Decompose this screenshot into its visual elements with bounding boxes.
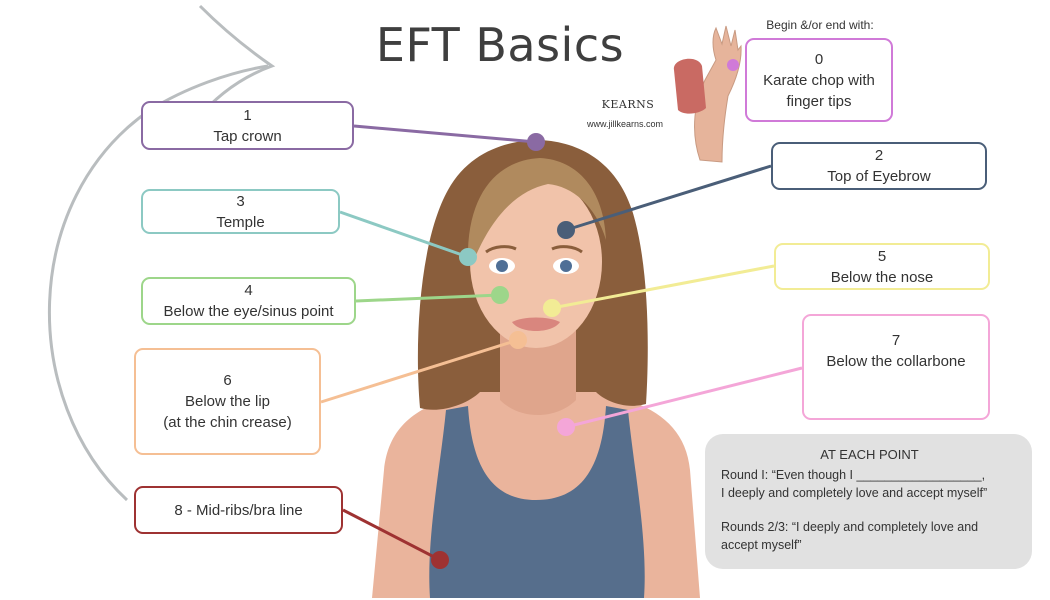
- point-label-secondary: (at the chin crease): [163, 414, 292, 431]
- point-box-below-nose: 5 Below the nose: [774, 243, 990, 290]
- connectors: [320, 59, 803, 569]
- point-box-mid-ribs: 8 - Mid-ribs/bra line: [134, 486, 343, 534]
- point-label: Temple: [216, 213, 265, 231]
- connector-7: [565, 366, 803, 429]
- hand-illustration: [673, 25, 742, 163]
- dot-4: [491, 286, 509, 304]
- point-label: Tap crown: [213, 127, 282, 145]
- point-number: 4: [244, 282, 253, 299]
- dot-2: [557, 221, 575, 239]
- point-label: Below the eye/sinus point: [163, 303, 334, 320]
- left-iris: [496, 260, 508, 272]
- rounds-2-3-line: Rounds 2/3: “I deeply and completely lov…: [721, 520, 979, 534]
- connector-1: [353, 124, 537, 144]
- dot-7: [557, 418, 575, 436]
- brand-url: www.jillkearns.com: [586, 119, 664, 129]
- brand-name: KEARNS: [601, 98, 655, 111]
- round-1-line-2: I deeply and completely love and accept …: [721, 486, 988, 500]
- point-label: Below the collarbone: [826, 353, 966, 370]
- cycle-arrow-head: [194, 4, 276, 121]
- point-label: Karate chop with: [763, 71, 875, 89]
- panel-heading: AT EACH POINT: [820, 447, 919, 462]
- cycle-arrow: [47, 4, 276, 502]
- woman-illustration: [372, 140, 700, 598]
- dot-0: [727, 59, 739, 71]
- point-box-eyebrow: 2 Top of Eyebrow: [771, 142, 987, 190]
- point-number: 2: [874, 147, 884, 164]
- page-title: EFT Basics: [375, 18, 625, 72]
- connector-8: [342, 508, 441, 562]
- round-1-line: Round I: “Even though I ________________…: [721, 468, 986, 482]
- hair-front: [468, 158, 606, 260]
- instruction-panel: AT EACH POINT Round I: “Even though I __…: [705, 434, 1032, 569]
- lips: [512, 317, 560, 331]
- dot-3: [459, 248, 477, 266]
- point-number: 7: [891, 332, 901, 349]
- dot-8: [431, 551, 449, 569]
- cycle-arrow-curve: [47, 64, 269, 502]
- connector-2: [565, 164, 772, 232]
- dot-6: [509, 331, 527, 349]
- begin-note: Begin &/or end with:: [766, 18, 874, 32]
- point-label: Below the nose: [830, 268, 934, 286]
- point-box-below-lip: 6 Below the lip (at the chin crease): [134, 348, 321, 455]
- connector-3: [339, 210, 469, 259]
- dot-5: [543, 299, 561, 317]
- point-label-secondary: finger tips: [786, 92, 852, 110]
- point-number: 5: [877, 247, 887, 265]
- point-number: 1: [243, 106, 252, 124]
- point-number: 3: [236, 192, 245, 210]
- point-box-crown: 1 Tap crown: [141, 101, 354, 150]
- tank-top: [429, 406, 645, 598]
- connector-6: [320, 338, 519, 404]
- connector-5: [551, 264, 775, 310]
- point-label: 8 - Mid-ribs/bra line: [174, 501, 303, 519]
- point-box-temple: 3 Temple: [141, 189, 340, 234]
- right-iris: [560, 260, 572, 272]
- point-box-karate-chop: 0 Karate chop with finger tips: [745, 38, 893, 122]
- point-number: 6: [223, 372, 232, 389]
- point-box-below-eye: 4 Below the eye/sinus point: [141, 277, 356, 325]
- point-box-collarbone: 7 Below the collarbone: [802, 314, 990, 420]
- dot-1: [527, 133, 545, 151]
- connector-4: [355, 293, 501, 303]
- point-label: Below the lip: [184, 393, 271, 410]
- rounds-2-3-line-2: accept myself”: [721, 538, 802, 552]
- point-label: Top of Eyebrow: [827, 168, 931, 185]
- point-number: 0: [814, 50, 824, 68]
